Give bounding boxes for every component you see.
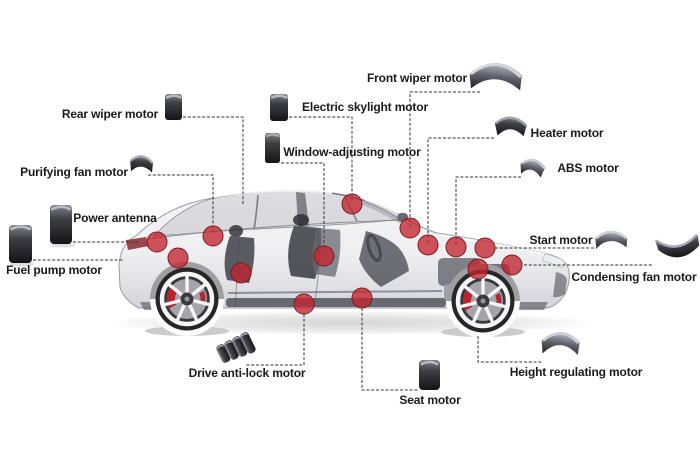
dot-purifying-fan — [202, 225, 224, 247]
line-rear-wiper — [183, 116, 244, 204]
motor-location-dots — [146, 193, 523, 315]
dot-seat — [351, 287, 373, 309]
label-drive-anti-lock-motor: Drive anti-lock motor — [188, 366, 306, 380]
label-electric-skylight-motor: Electric skylight motor — [302, 100, 428, 114]
abs-magnet-icon — [520, 158, 546, 178]
dot-heater — [417, 234, 439, 256]
label-rear-wiper-motor: Rear wiper motor — [61, 107, 159, 121]
label-start-motor: Start motor — [529, 233, 593, 247]
dot-electric-skylight — [341, 193, 363, 215]
line-heater — [427, 137, 494, 243]
line-electric-skylight — [289, 116, 353, 202]
rear-wheel — [155, 267, 219, 331]
dot-window-adjusting — [313, 245, 335, 267]
rear-wiper-magnet-icon — [165, 94, 182, 120]
connector-lines — [33, 91, 653, 391]
dot-front-wiper — [399, 217, 421, 239]
heater-magnet-icon — [494, 116, 527, 137]
dot-rear-wiper — [230, 262, 252, 284]
label-condensing-fan-motor: Condensing fan motor — [571, 270, 697, 284]
label-fuel-pump-motor: Fuel pump motor — [6, 263, 102, 277]
dot-condensing-fan — [501, 254, 523, 276]
label-window-adjusting-motor: Window-adjusting motor — [283, 145, 421, 159]
dot-fuel-pump — [167, 247, 189, 269]
dot-height-regulating — [467, 258, 489, 280]
front-wheel — [451, 269, 515, 333]
condensing-fan-magnet-icon — [655, 234, 700, 258]
label-power-antenna: Power antenna — [73, 211, 157, 225]
front-wiper-magnet-icon — [469, 63, 522, 91]
electric-skylight-magnet-icon — [270, 94, 288, 121]
label-seat-motor: Seat motor — [399, 393, 461, 407]
line-front-wiper — [409, 91, 480, 228]
dot-start — [474, 237, 496, 259]
purifying-fan-magnet-icon — [130, 155, 154, 173]
label-height-regulating-motor: Height regulating motor — [509, 365, 643, 379]
magnet-icons — [9, 63, 700, 390]
line-seat — [361, 308, 418, 391]
fuel-pump-magnet-icon — [9, 225, 34, 267]
start-magnet-icon — [595, 230, 628, 249]
label-purifying-fan-motor: Purifying fan motor — [20, 165, 128, 179]
seat-magnet-icon — [419, 360, 440, 390]
line-window-adjusting — [281, 162, 325, 254]
line-drive-anti-lock — [246, 314, 305, 366]
height-regulating-magnet-icon — [541, 332, 580, 355]
power-antenna-magnet-icon — [50, 205, 75, 248]
label-heater-motor: Heater motor — [530, 126, 604, 140]
drive-anti-lock-magnet-icon — [216, 332, 256, 363]
dot-abs — [445, 236, 467, 258]
label-abs-motor: ABS motor — [557, 161, 619, 175]
dot-drive-anti-lock — [293, 293, 315, 315]
line-abs — [455, 176, 521, 245]
window-adjusting-magnet-icon — [265, 133, 280, 163]
label-front-wiper-motor: Front wiper motor — [366, 71, 468, 85]
line-height-regulating — [477, 336, 543, 363]
dot-power-antenna — [146, 231, 168, 253]
car-illustration — [118, 189, 570, 338]
line-purifying-fan — [148, 174, 214, 233]
